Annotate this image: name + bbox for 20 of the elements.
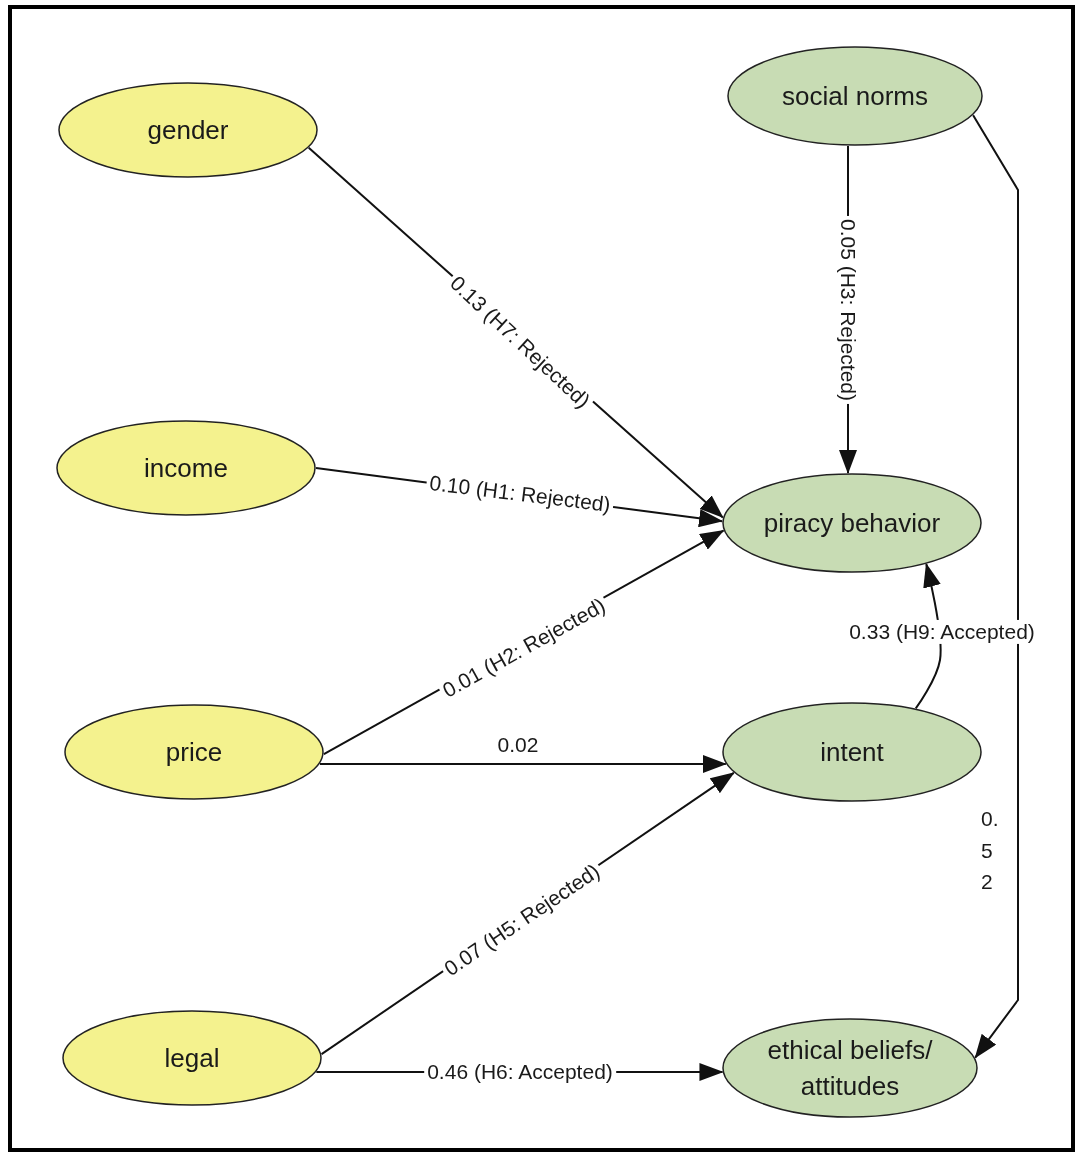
ellipse-node <box>722 702 982 802</box>
ellipse-node <box>727 46 983 146</box>
node-label: price <box>165 735 223 769</box>
arrow <box>318 755 727 773</box>
ellipse-node <box>722 1018 978 1118</box>
node-label: intent <box>820 735 884 769</box>
node-label: piracy behavior <box>763 506 941 540</box>
ellipse-node <box>56 420 316 516</box>
node-label: social norms <box>782 79 928 113</box>
node-label: ethical beliefs/ attitudes <box>766 1033 934 1103</box>
ellipse-node <box>58 82 318 178</box>
node-label: income <box>144 451 228 485</box>
node-label: gender <box>147 113 229 147</box>
arrow <box>972 114 1019 1059</box>
edge-label: 0.52 <box>980 805 996 895</box>
node-label: legal <box>164 1041 220 1075</box>
ellipse-node <box>62 1010 322 1106</box>
ellipse-node <box>722 473 982 573</box>
ellipse-node <box>64 704 324 800</box>
edge-label: 0.02 <box>496 732 540 758</box>
